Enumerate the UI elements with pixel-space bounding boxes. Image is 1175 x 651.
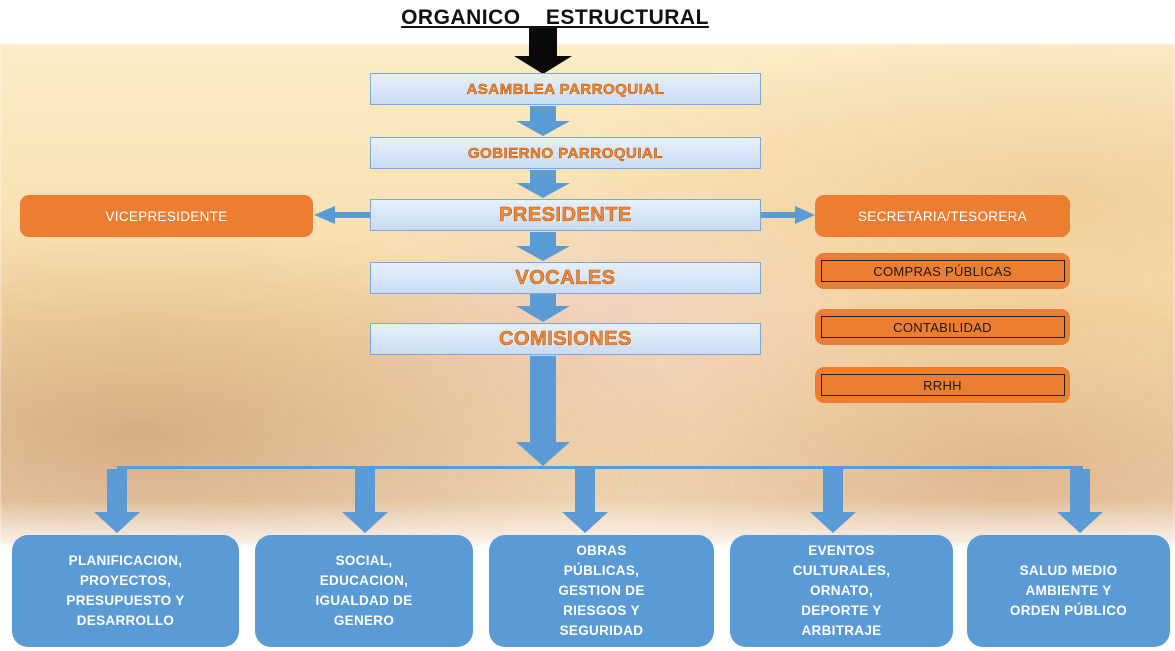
arrow-asamblea-to-gobierno xyxy=(516,106,570,136)
vicepresidente-label: VICEPRESIDENTE xyxy=(105,208,228,224)
level-comisiones: COMISIONES xyxy=(370,323,761,355)
arrow-to-commission-3 xyxy=(562,469,608,533)
level-vocales: VOCALES xyxy=(370,262,761,294)
commission-obras-publicas: OBRAS PÚBLICAS, GESTION DE RIESGOS Y SEG… xyxy=(489,535,714,647)
level-presidente: PRESIDENTE xyxy=(370,199,761,231)
vicepresidente-box: VICEPRESIDENTE xyxy=(20,195,313,237)
arrow-to-commission-2 xyxy=(342,469,388,533)
contabilidad-label: CONTABILIDAD xyxy=(820,316,1065,338)
secretaria-tesorera-label: SECRETARIA/TESORERA xyxy=(858,208,1027,224)
chart-title: ORGANICO ESTRUCTURAL xyxy=(401,6,709,29)
commission-eventos-culturales: EVENTOS CULTURALES, ORNATO, DEPORTE Y AR… xyxy=(730,535,953,647)
secretaria-tesorera-box: SECRETARIA/TESORERA xyxy=(815,195,1070,237)
arrow-comisiones-to-distribution xyxy=(516,356,570,466)
background-photo xyxy=(0,44,1175,544)
commission-planificacion: PLANIFICACION, PROYECTOS, PRESUPUESTO Y … xyxy=(12,535,239,647)
arrow-to-commission-4 xyxy=(810,469,856,533)
level-asamblea-parroquial: ASAMBLEA PARROQUIAL xyxy=(370,73,761,105)
compras-publicas-label: COMPRAS PÚBLICAS xyxy=(820,260,1065,282)
distribution-line xyxy=(117,466,1083,469)
arrow-to-commission-1 xyxy=(94,469,140,533)
rrhh-label: RRHH xyxy=(820,374,1065,396)
arrow-to-commission-5 xyxy=(1057,469,1103,533)
commission-salud-medio-ambiente: SALUD MEDIO AMBIENTE Y ORDEN PÚBLICO xyxy=(967,535,1170,647)
arrow-gobierno-to-presidente xyxy=(516,170,570,198)
arrow-vocales-to-comisiones xyxy=(516,293,570,322)
compras-publicas-box: COMPRAS PÚBLICAS xyxy=(815,253,1070,289)
arrow-presidente-to-vocales xyxy=(516,232,570,261)
arrow-to-vicepresidente xyxy=(314,206,370,224)
rrhh-box: RRHH xyxy=(815,367,1070,403)
top-black-arrow xyxy=(514,28,572,74)
contabilidad-box: CONTABILIDAD xyxy=(815,309,1070,345)
commission-social: SOCIAL, EDUCACION, IGUALDAD DE GENERO xyxy=(255,535,473,647)
level-gobierno-parroquial: GOBIERNO PARROQUIAL xyxy=(370,137,761,169)
arrow-to-secretaria xyxy=(761,206,815,224)
